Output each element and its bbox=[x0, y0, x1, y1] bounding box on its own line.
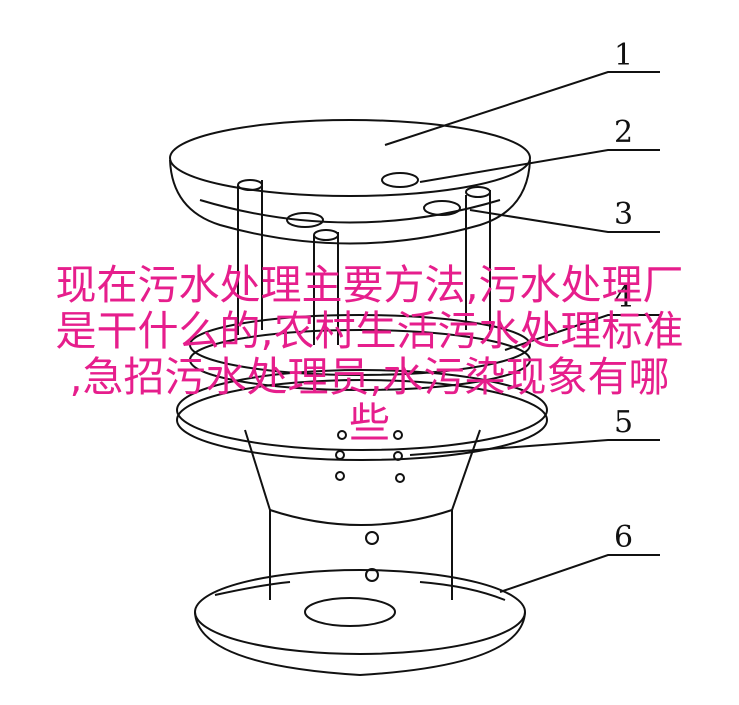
cap-hole-2 bbox=[423, 200, 461, 216]
ring-upper bbox=[189, 314, 531, 376]
leader-5 bbox=[409, 439, 660, 456]
top-cap bbox=[169, 119, 531, 197]
leader-6 bbox=[499, 554, 660, 593]
overlay-line-4: 些 bbox=[349, 399, 390, 447]
top-cap-body bbox=[169, 159, 531, 245]
leader-4 bbox=[504, 314, 660, 351]
leader-2 bbox=[419, 149, 660, 183]
part-label-2: 2 bbox=[614, 115, 633, 150]
cap-hole-1 bbox=[381, 172, 419, 188]
part-label-6: 6 bbox=[614, 520, 633, 555]
overlay-caption: 现在污水处理主要方法,污水处理厂 是干什么的,农村生活污水处理标准 ,急招污水处… bbox=[0, 262, 739, 446]
overlay-line-3: ,急招污水处理员,水污染现象有哪 bbox=[69, 353, 670, 401]
cap-hole-3 bbox=[286, 212, 324, 228]
leader-1 bbox=[384, 71, 660, 146]
part-label-4: 4 bbox=[614, 280, 633, 315]
overlay-line-1: 现在污水处理主要方法,污水处理厂 bbox=[55, 261, 684, 309]
part-label-5: 5 bbox=[614, 405, 633, 440]
base-plate bbox=[194, 569, 526, 655]
support-rod-left bbox=[237, 180, 263, 335]
support-rod-center bbox=[313, 232, 339, 345]
part-label-1: 1 bbox=[614, 38, 633, 73]
ring-lower bbox=[176, 369, 548, 451]
overlay-line-2: 是干什么的,农村生活污水处理标准 bbox=[55, 307, 684, 355]
part-label-3: 3 bbox=[614, 197, 633, 232]
leader-3 bbox=[469, 209, 660, 233]
